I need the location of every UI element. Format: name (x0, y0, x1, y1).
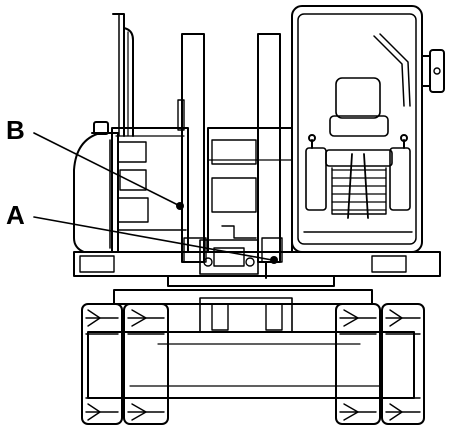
track-shoe-right-outer (381, 303, 425, 425)
swing-bearing (167, 275, 335, 287)
callout-label-b: B (6, 115, 25, 145)
operator-cab (291, 5, 445, 253)
upper-frame (73, 251, 441, 277)
track-shoe-right-inner (335, 303, 381, 425)
track-shoe-left-inner (123, 303, 169, 425)
handrail (112, 13, 134, 137)
engine-compartment (111, 127, 293, 253)
track-frame (87, 289, 415, 399)
callout-label-a: A (6, 200, 25, 230)
leader-line-a (33, 216, 278, 264)
track-shoe-left-outer (81, 303, 123, 425)
boom-column-right (257, 33, 283, 279)
leader-line-b (33, 132, 184, 210)
boom-column-left (177, 33, 207, 263)
